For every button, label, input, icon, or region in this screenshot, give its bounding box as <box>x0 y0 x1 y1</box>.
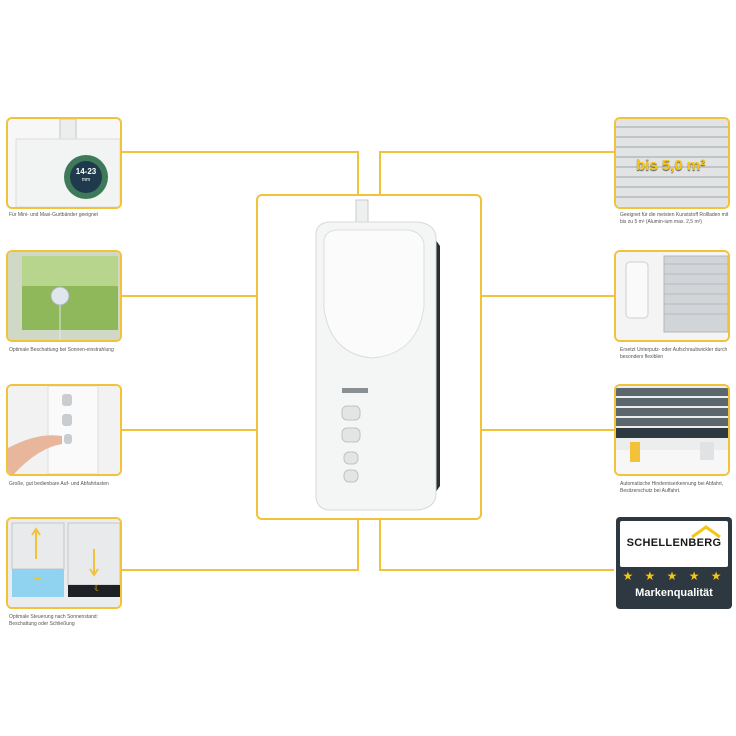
panel-size: bis 5,0 m² <box>614 117 730 209</box>
panel-timer: ☀ ☾ <box>6 517 122 609</box>
belt-unit: mm <box>81 177 91 183</box>
belt-badge: 14-23 <box>75 167 97 176</box>
brand-badge: SCHELLENBERG ★ ★ ★ ★ ★ Markenqualität <box>616 517 732 609</box>
caption-right-2: Ersetzt Unterputz- oder Aufschraubwickle… <box>620 347 728 360</box>
caption-left-4: Optimale Steuerung nach Sonnenstand: Bes… <box>9 614 98 627</box>
caption-right-3: Automatische Hinderniserkennung bei Abfa… <box>620 481 724 494</box>
caption-left-1: Für Mini- und Maxi-Gurtbänder geeignet <box>9 212 98 218</box>
size-label: bis 5,0 m² <box>636 157 706 174</box>
sun-icon: ☀ <box>33 574 42 585</box>
panel-obstacle <box>614 384 730 476</box>
moon-icon: ☾ <box>94 583 103 593</box>
panel-belt: 14-23 mm <box>6 117 122 209</box>
connector-right-1 <box>379 151 614 195</box>
quality-label: Markenqualität <box>635 587 713 599</box>
caption-right-1: Geeignet für die meisten Kunststoff Roll… <box>620 212 729 225</box>
connector-left-4 <box>122 518 359 571</box>
panel-buttons <box>6 384 122 476</box>
product-frame <box>256 194 482 520</box>
connector-right-4 <box>379 518 614 571</box>
product-illustration <box>315 199 440 511</box>
rating-stars: ★ ★ ★ ★ ★ <box>622 569 726 583</box>
panel-install <box>614 250 730 342</box>
brand-name: SCHELLENBERG <box>626 537 722 549</box>
caption-left-3: Große, gut bedienbare Auf- und Abfahrtas… <box>9 481 109 487</box>
caption-left-2: Optimale Beschattung bei Sonnen-einstrah… <box>9 347 114 353</box>
roof-icon <box>691 525 721 539</box>
connector-left-1 <box>122 151 359 195</box>
panel-sun <box>6 250 122 342</box>
brand-logo-area <box>620 521 728 567</box>
